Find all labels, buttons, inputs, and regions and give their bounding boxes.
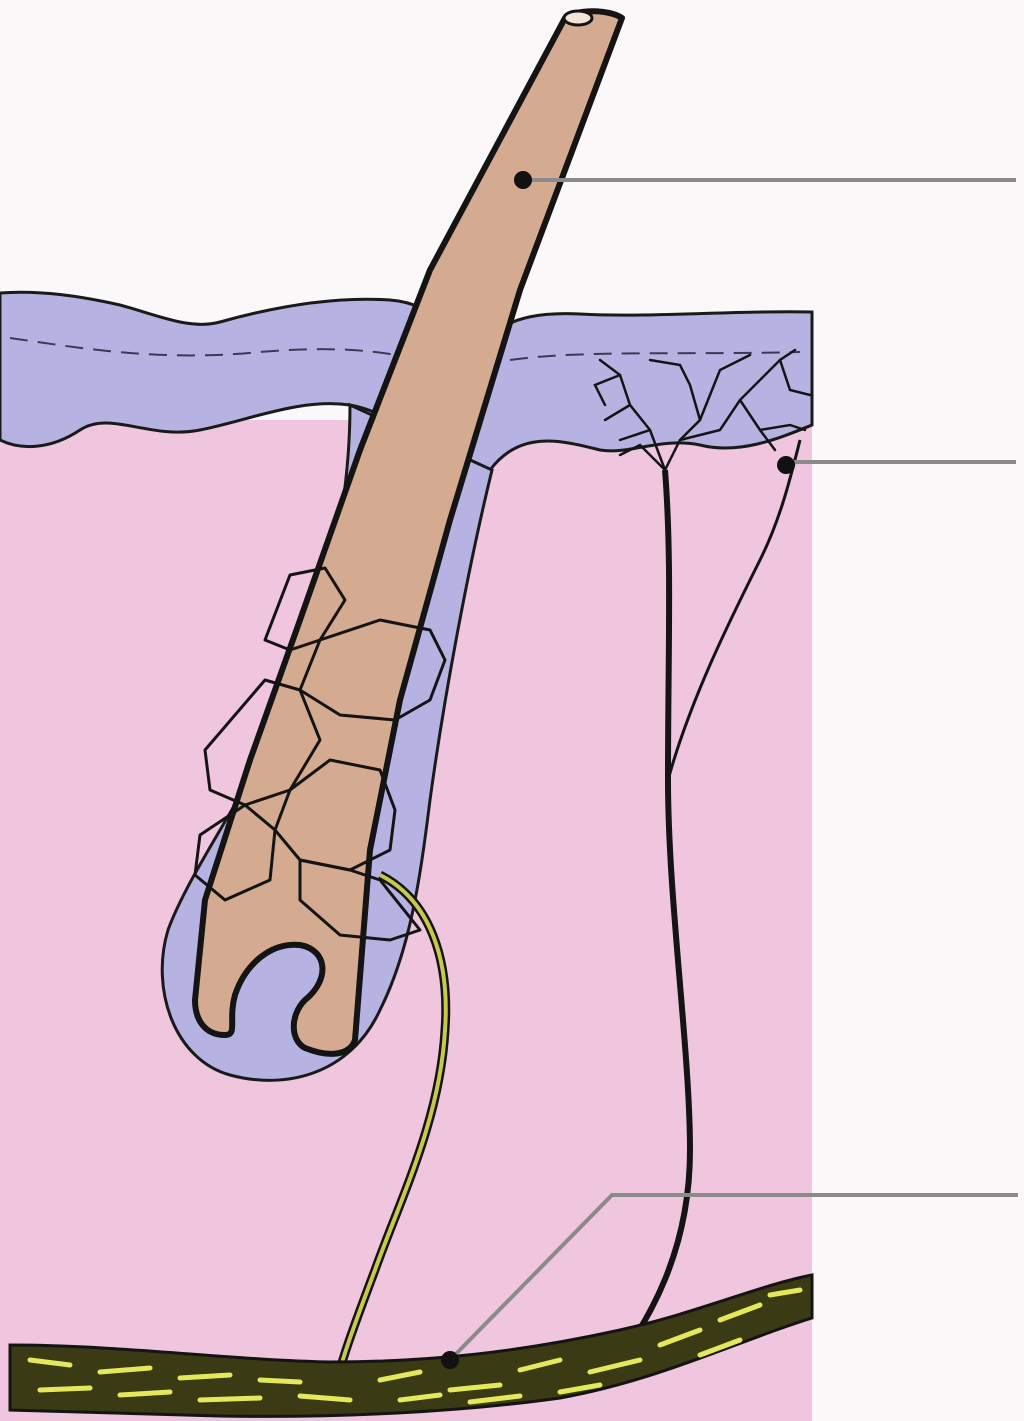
stratum-line	[9, 337, 801, 361]
free-nerve-fiber-outline	[609, 469, 694, 1372]
leader-lines	[448, 178, 1018, 1362]
follicle-nerve-fiber	[338, 873, 448, 1371]
hair-shaft	[192, 8, 625, 1057]
nerve-bundle-leader-line	[448, 1193, 1018, 1362]
free-nerve-endings-dot	[777, 456, 795, 474]
nerve-bundle-fibers	[27, 1287, 803, 1405]
nerve-bundle	[8, 1273, 814, 1418]
nerve-bundle-dot	[441, 1351, 459, 1369]
hair-shaft-dot	[514, 171, 532, 189]
hair-tip	[562, 9, 594, 27]
free-nerve-fiber-branch	[666, 439, 802, 781]
free-nerve-endings	[593, 348, 812, 472]
